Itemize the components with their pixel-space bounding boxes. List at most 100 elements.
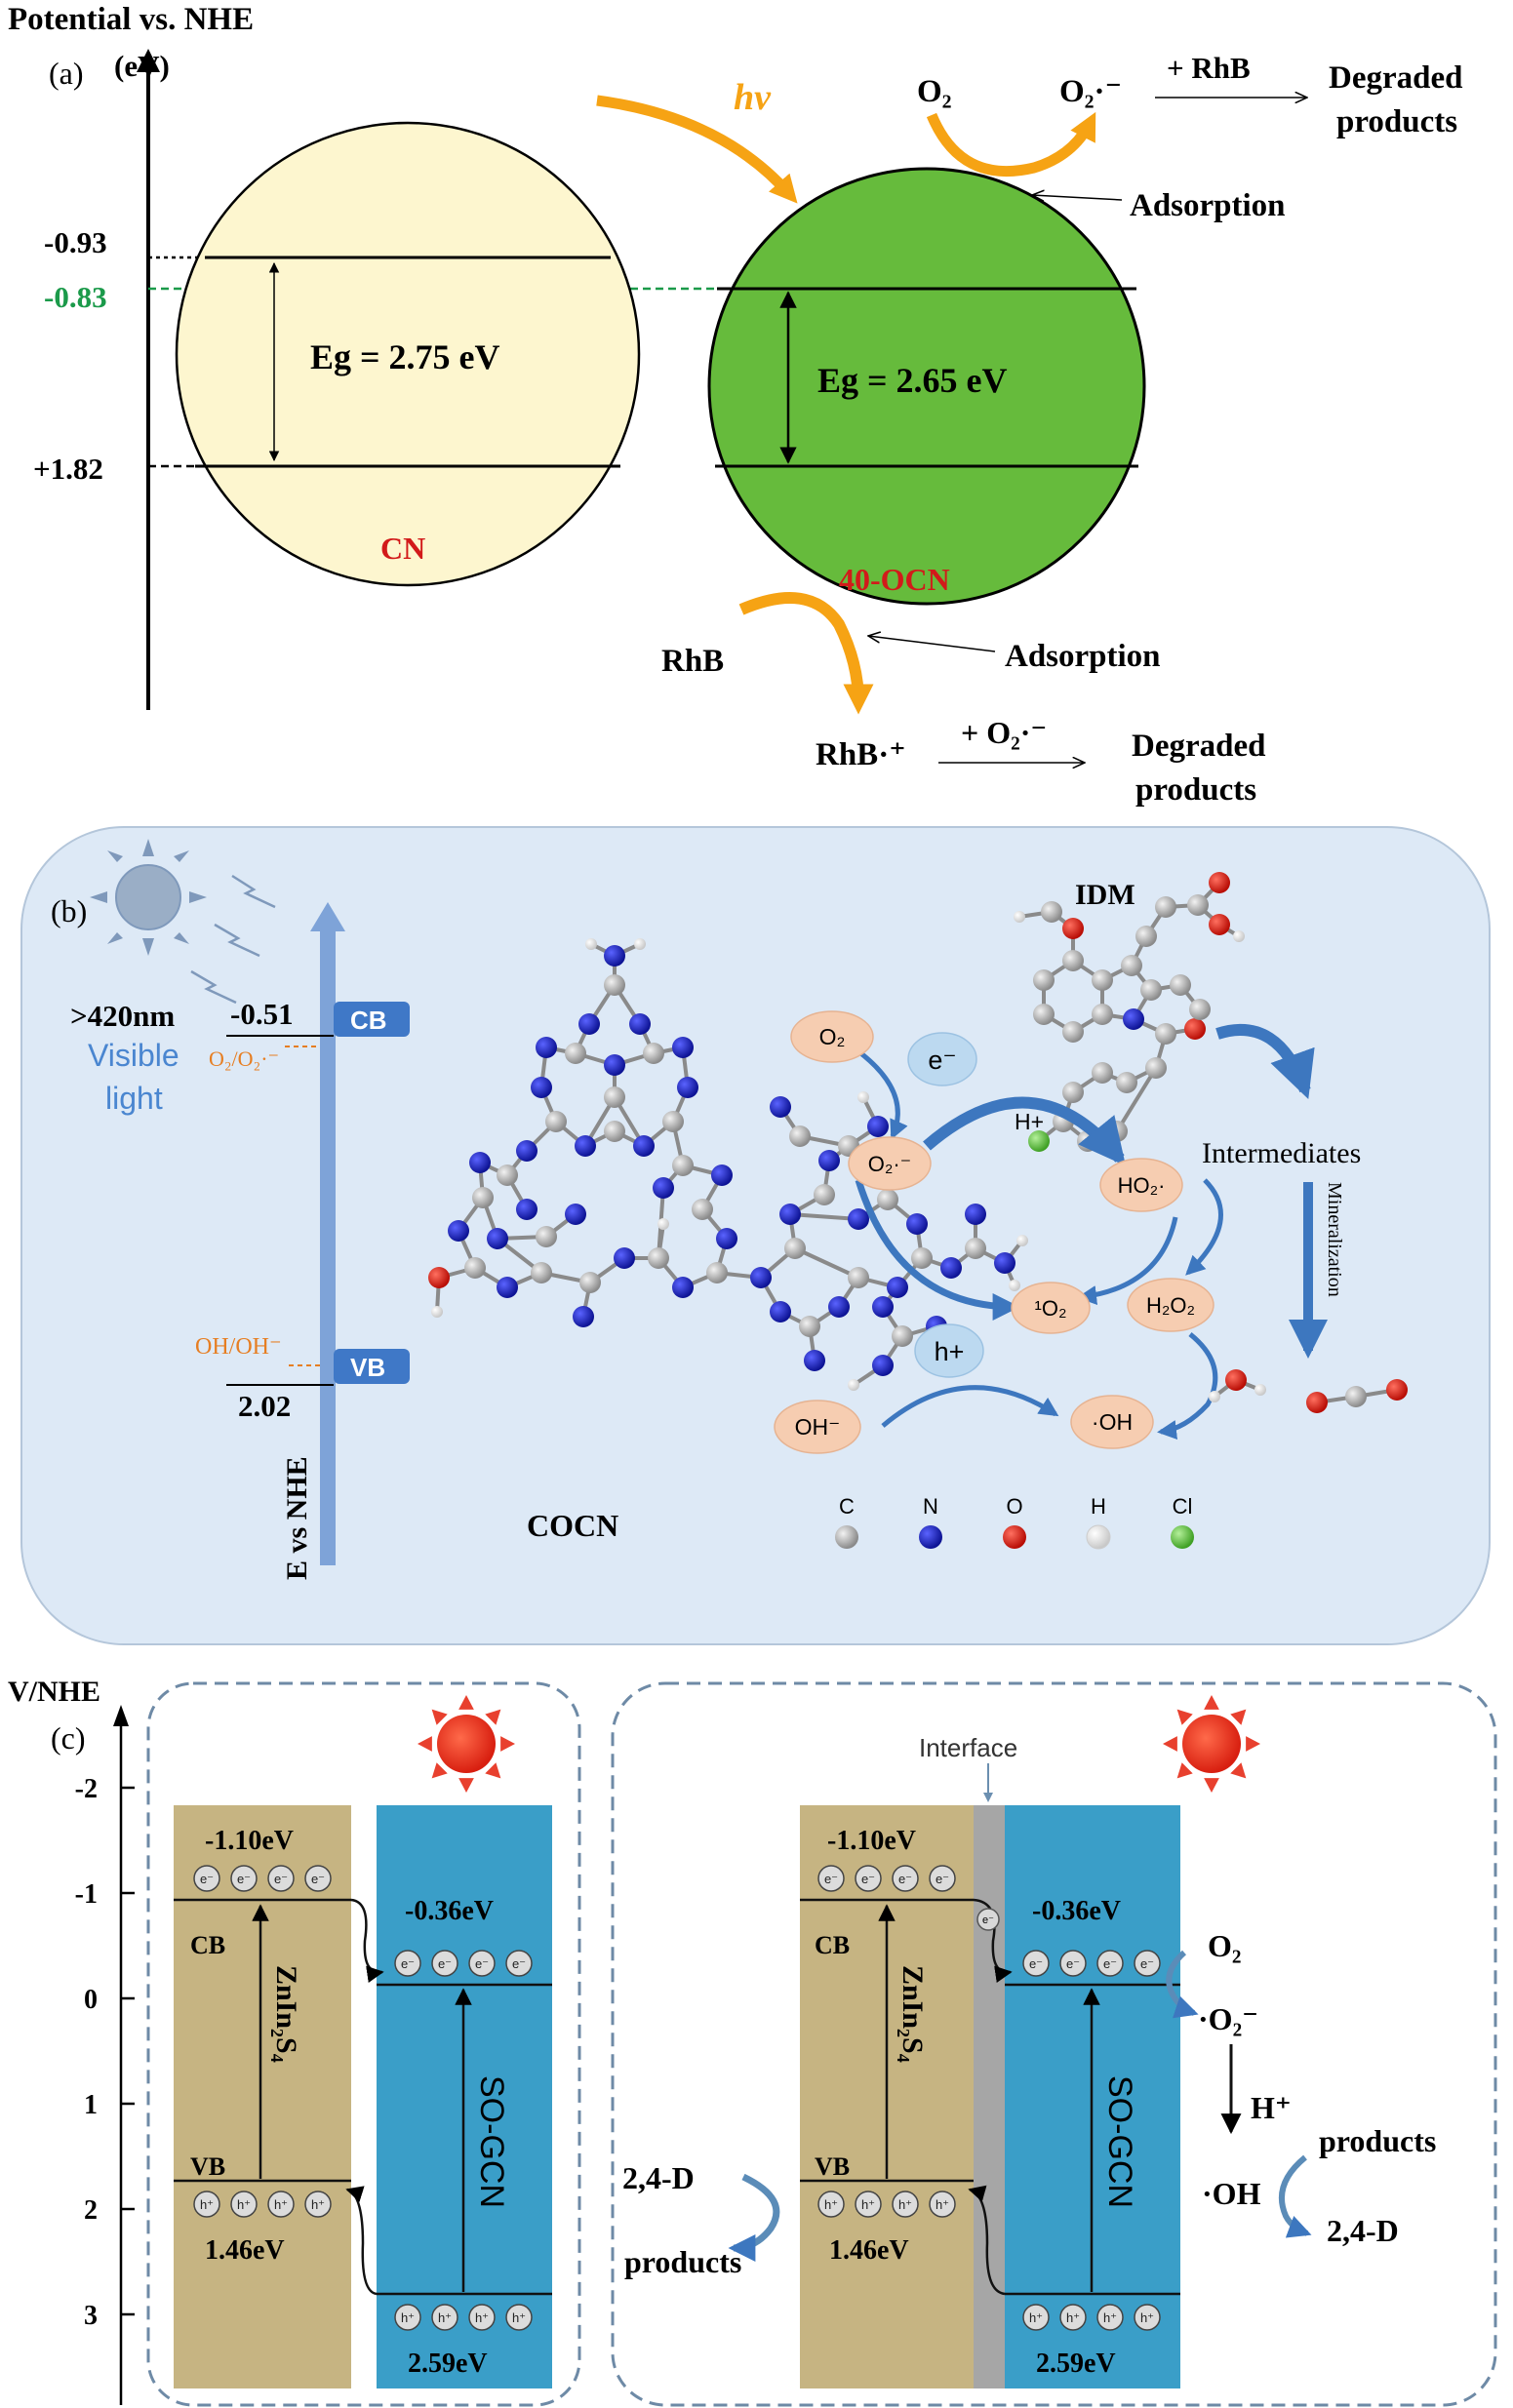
visible-light-1: Visible [88, 1038, 179, 1073]
atom [965, 1204, 986, 1225]
tick-label: -1 [75, 1879, 98, 1910]
atom [770, 1096, 791, 1118]
atom [536, 1226, 557, 1247]
atom [784, 1238, 806, 1259]
species-singlet-oxygen [1011, 1282, 1091, 1334]
atom [578, 1013, 600, 1035]
svg-text:h⁺: h⁺ [237, 2197, 251, 2212]
atom [1209, 872, 1230, 893]
svg-text:h⁺: h⁺ [475, 2310, 489, 2325]
ohminus-to-oh-arrow [881, 1385, 1059, 1428]
svg-text:h⁺: h⁺ [274, 2197, 288, 2212]
hole-oxidation-arrow [728, 2173, 780, 2262]
species-oh-minus [774, 1400, 861, 1454]
cb-label: CB [350, 1006, 387, 1035]
cocn-label: COCN [527, 1508, 618, 1543]
vb-label: VB [190, 2152, 225, 2181]
gcn-vb-value: 2.59eV [408, 2349, 488, 2379]
atom [867, 1116, 889, 1137]
left-band-scheme: -1.10eV -0.36eV CB VB 1.46eV 2.59eV ZnIn… [174, 1805, 552, 2388]
atom [1233, 930, 1245, 942]
cn-gap-label: Eg = 2.75 eV [310, 337, 500, 376]
atom [1092, 969, 1113, 991]
znin-label: ZnIn₂S₄ [896, 1965, 929, 2063]
svg-text:e⁻: e⁻ [936, 1872, 949, 1886]
superoxide-to-singlet-arrow [855, 1178, 1020, 1321]
atom [770, 1301, 791, 1322]
znin-holes: h⁺h⁺h⁺h⁺ [193, 2191, 332, 2218]
atom [1140, 979, 1162, 1001]
atom [643, 1043, 664, 1064]
atom [604, 974, 625, 996]
top-degraded-1: Degraded [1329, 60, 1462, 96]
oh-couple: OH/OH⁻ [195, 1334, 282, 1360]
atom [994, 1252, 1015, 1274]
atom [431, 1306, 443, 1318]
electron [394, 1950, 421, 1977]
atom [672, 1155, 694, 1176]
atom [545, 1111, 567, 1132]
atom [818, 1150, 840, 1171]
atom [1187, 894, 1209, 916]
species-ho2 [1099, 1158, 1183, 1212]
atom [604, 945, 625, 967]
atom [633, 1135, 655, 1157]
svg-text:h⁺: h⁺ [861, 2197, 875, 2212]
atom [604, 1086, 625, 1108]
atom [1092, 1004, 1113, 1025]
svg-text:e⁻: e⁻ [824, 1872, 838, 1886]
atom [629, 1013, 651, 1035]
bottom-rhb: RhB [661, 644, 724, 679]
vb-label: VB [350, 1353, 385, 1382]
hole [468, 2304, 496, 2331]
band-axis-arrowhead [310, 902, 345, 931]
top-o2: O₂ [917, 74, 952, 109]
h2o2-to-oh-arrow [1157, 1332, 1218, 1441]
ocn-name: 40-OCN [839, 562, 950, 597]
electron [193, 1865, 220, 1892]
atom [848, 1208, 869, 1230]
svg-text:e⁻: e⁻ [237, 1872, 251, 1886]
hole [1059, 2304, 1087, 2331]
top-adsorption-arrow [1032, 195, 1123, 200]
sun-icon [90, 839, 207, 956]
species-oh-radical [1070, 1395, 1154, 1449]
species-o2-label: O₂ [819, 1024, 846, 1049]
tick-label: 2 [84, 2195, 98, 2226]
top-degraded-2: products [1336, 104, 1457, 139]
bottom-adsorption: Adsorption [1005, 639, 1161, 674]
svg-text:h⁺: h⁺ [824, 2197, 838, 2212]
oh-side-pollutant: 2,4-D [1327, 2213, 1399, 2248]
atom [1155, 896, 1176, 918]
atom [497, 1277, 518, 1298]
hole-transfer-arrow [345, 2186, 378, 2296]
ocn-sphere: Eg = 2.65 eV 40-OCN [707, 167, 1146, 606]
atom [672, 1277, 694, 1298]
electron [505, 1950, 533, 1977]
cn-sphere: Eg = 2.75 eV CN [175, 121, 641, 587]
o2-couple: O₂/O₂·⁻ [209, 1046, 279, 1071]
panel-c-axis-title: V/NHE [8, 1676, 100, 1708]
e-vs-nhe-label: E vs NHE [281, 1456, 313, 1580]
hplus-label: H⁺ [1251, 2090, 1292, 2125]
electron [230, 1865, 258, 1892]
wavelength: >420nm [70, 999, 175, 1033]
atom [779, 1204, 801, 1225]
atom [1014, 911, 1025, 923]
atom [1145, 1057, 1167, 1079]
species-h2o2-label: H₂O₂ [1146, 1293, 1195, 1318]
electron [431, 1950, 458, 1977]
svg-text:e⁻: e⁻ [1029, 1956, 1043, 1971]
hole [505, 2304, 533, 2331]
legend-atom [919, 1525, 942, 1549]
atom [799, 1316, 820, 1337]
atom [1155, 1023, 1176, 1045]
top-plus-rhb: + RhB [1167, 51, 1251, 85]
electron [892, 1865, 919, 1892]
atom [614, 1247, 635, 1269]
panel-c-axis-arrowhead [113, 1705, 129, 1726]
atom [716, 1228, 737, 1249]
sun-icon [1163, 1695, 1260, 1793]
znin-cb-value: -1.10eV [205, 1826, 294, 1856]
